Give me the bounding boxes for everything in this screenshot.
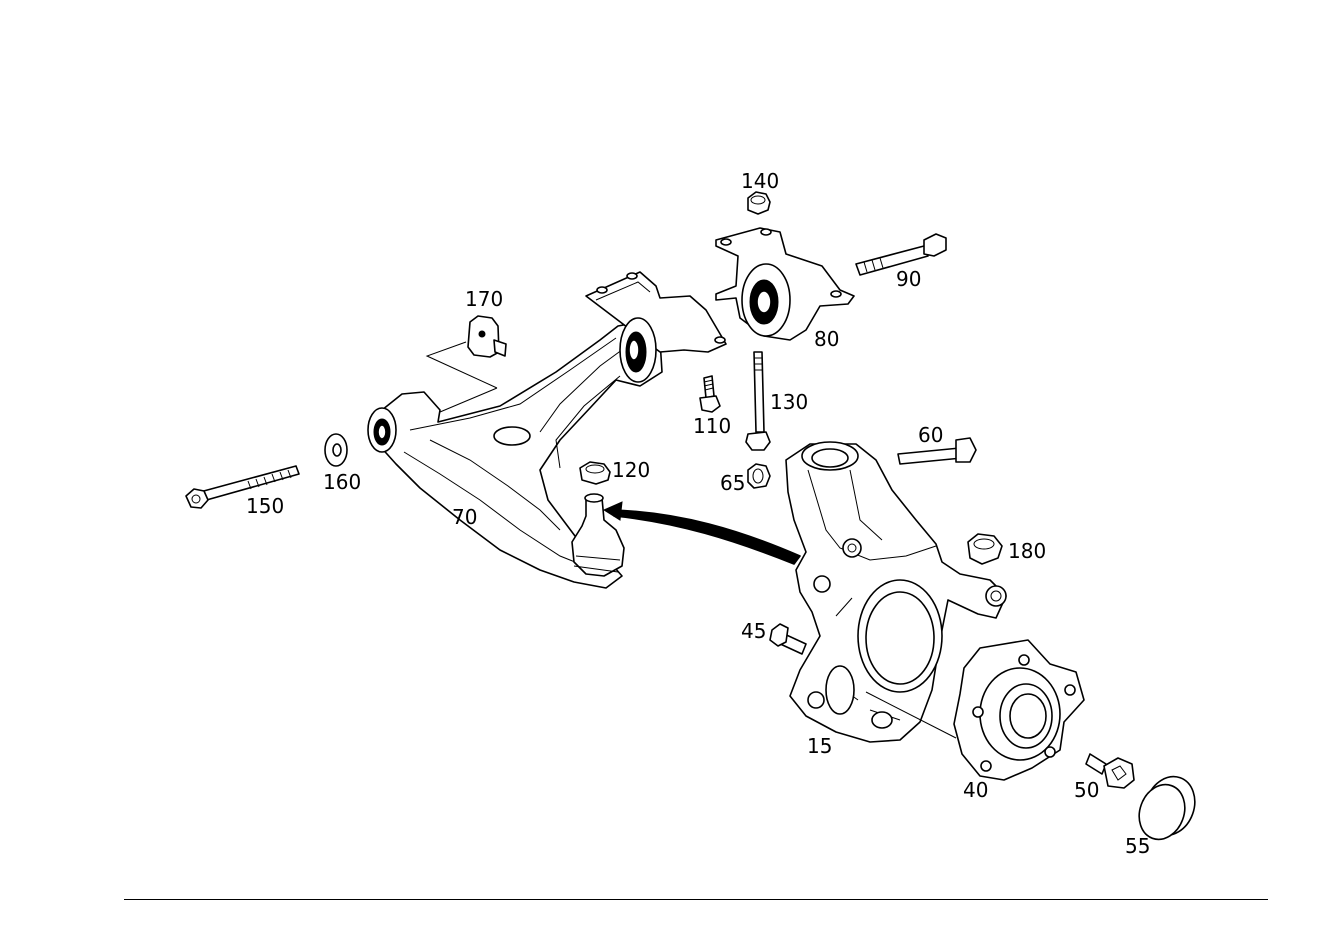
cap-55 xyxy=(1138,775,1196,841)
callout-60: 60 xyxy=(918,423,943,447)
callout-170: 170 xyxy=(465,287,503,311)
callout-180: 180 xyxy=(1008,539,1046,563)
bolt-60 xyxy=(897,437,977,465)
control-arm-70 xyxy=(367,271,727,589)
callout-110: 110 xyxy=(693,414,731,438)
callout-130: 130 xyxy=(770,390,808,414)
callout-90: 90 xyxy=(896,267,921,291)
callout-140: 140 xyxy=(741,169,779,193)
bolt-130 xyxy=(745,351,771,451)
bolt-45 xyxy=(769,623,807,655)
callout-150: 150 xyxy=(246,494,284,518)
callout-45: 45 xyxy=(741,619,766,643)
nut-180 xyxy=(967,533,1003,565)
callout-15: 15 xyxy=(807,734,832,758)
callout-120: 120 xyxy=(612,458,650,482)
steering-knuckle-15 xyxy=(785,441,1007,743)
bolt-50 xyxy=(1085,753,1135,789)
bolt-150 xyxy=(185,465,300,509)
assembly-arrow xyxy=(602,501,801,565)
wheel-hub-40 xyxy=(865,639,1085,781)
callout-40: 40 xyxy=(963,778,988,802)
callout-160: 160 xyxy=(323,470,361,494)
bracket-170 xyxy=(425,315,507,413)
callout-70: 70 xyxy=(452,505,477,529)
nut-65 xyxy=(747,463,771,489)
callout-80: 80 xyxy=(814,327,839,351)
callout-labels: 140 90 80 170 130 110 60 120 65 150 160 … xyxy=(246,169,1150,858)
callout-50: 50 xyxy=(1074,778,1099,802)
page-divider xyxy=(124,899,1268,900)
callout-55: 55 xyxy=(1125,834,1150,858)
bolt-90 xyxy=(855,233,947,276)
nut-120 xyxy=(579,461,611,485)
callout-65: 65 xyxy=(720,471,745,495)
bushing-80 xyxy=(715,227,855,341)
nut-140 xyxy=(747,191,771,215)
ball-joint xyxy=(571,493,625,577)
washer-160 xyxy=(324,433,348,467)
bolt-110 xyxy=(699,375,721,413)
